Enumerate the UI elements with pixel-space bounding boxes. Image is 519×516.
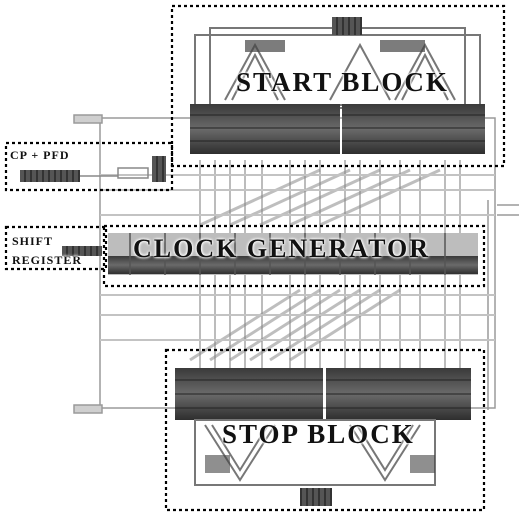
shift-register-label-line1: SHIFT — [12, 235, 53, 247]
start-block-label: START BLOCK — [236, 69, 449, 96]
cp-pfd-label: CP + PFD — [10, 149, 70, 161]
clock-generator-label: CLOCK GENERATOR — [133, 236, 430, 262]
stop-block-label: STOP BLOCK — [222, 421, 415, 448]
shift-register-label-line2: REGISTER — [12, 254, 82, 266]
